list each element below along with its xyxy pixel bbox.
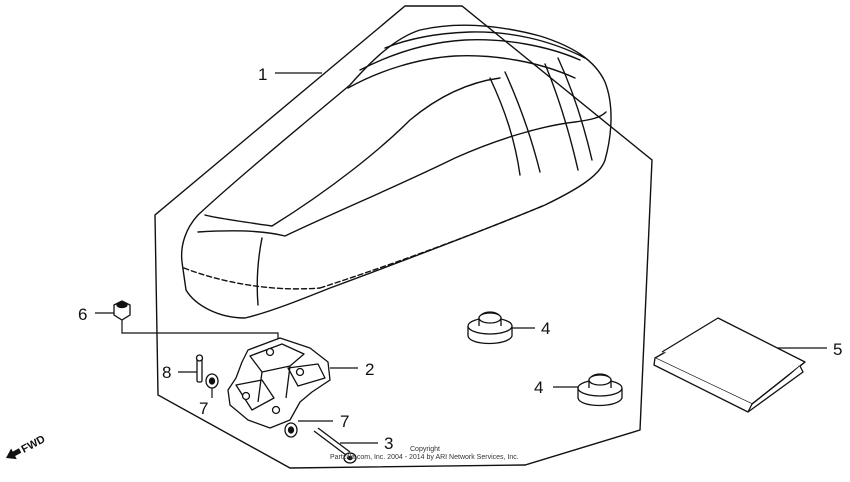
- pin[interactable]: [195, 354, 204, 383]
- washer-right[interactable]: [284, 422, 298, 438]
- callout-4-lower: 4: [534, 378, 543, 397]
- seat[interactable]: [180, 24, 612, 319]
- callout-8: 8: [162, 363, 171, 382]
- copyright-line-1: Copyright: [410, 446, 440, 453]
- assembly-boundary: [154, 5, 653, 469]
- copyright-line-2: Partzilla.com, Inc. 2004 - 2014 by ARI N…: [330, 454, 519, 461]
- seat-bracket[interactable]: [227, 337, 331, 429]
- rubber-cushion-lower[interactable]: [577, 373, 623, 407]
- nut-to-bracket-line: [121, 320, 279, 345]
- callout-7-right: 7: [340, 412, 349, 431]
- fwd-arrow-icon: [6, 448, 22, 460]
- callout-3: 3: [384, 434, 393, 453]
- leader-lines: [95, 72, 827, 444]
- rubber-cushion-upper[interactable]: [467, 311, 513, 345]
- callout-4-upper: 4: [541, 319, 550, 338]
- washer-left[interactable]: [205, 373, 219, 389]
- callout-1: 1: [258, 65, 267, 84]
- fwd-label: FWD: [20, 433, 48, 455]
- owners-manual[interactable]: [653, 317, 806, 413]
- bolt[interactable]: [313, 427, 357, 464]
- callout-2: 2: [365, 360, 374, 379]
- fwd-direction-indicator: FWD: [6, 433, 48, 460]
- callout-7-left: 7: [199, 399, 208, 418]
- callout-6: 6: [78, 305, 87, 324]
- nut[interactable]: [113, 300, 131, 321]
- callout-5: 5: [833, 340, 842, 359]
